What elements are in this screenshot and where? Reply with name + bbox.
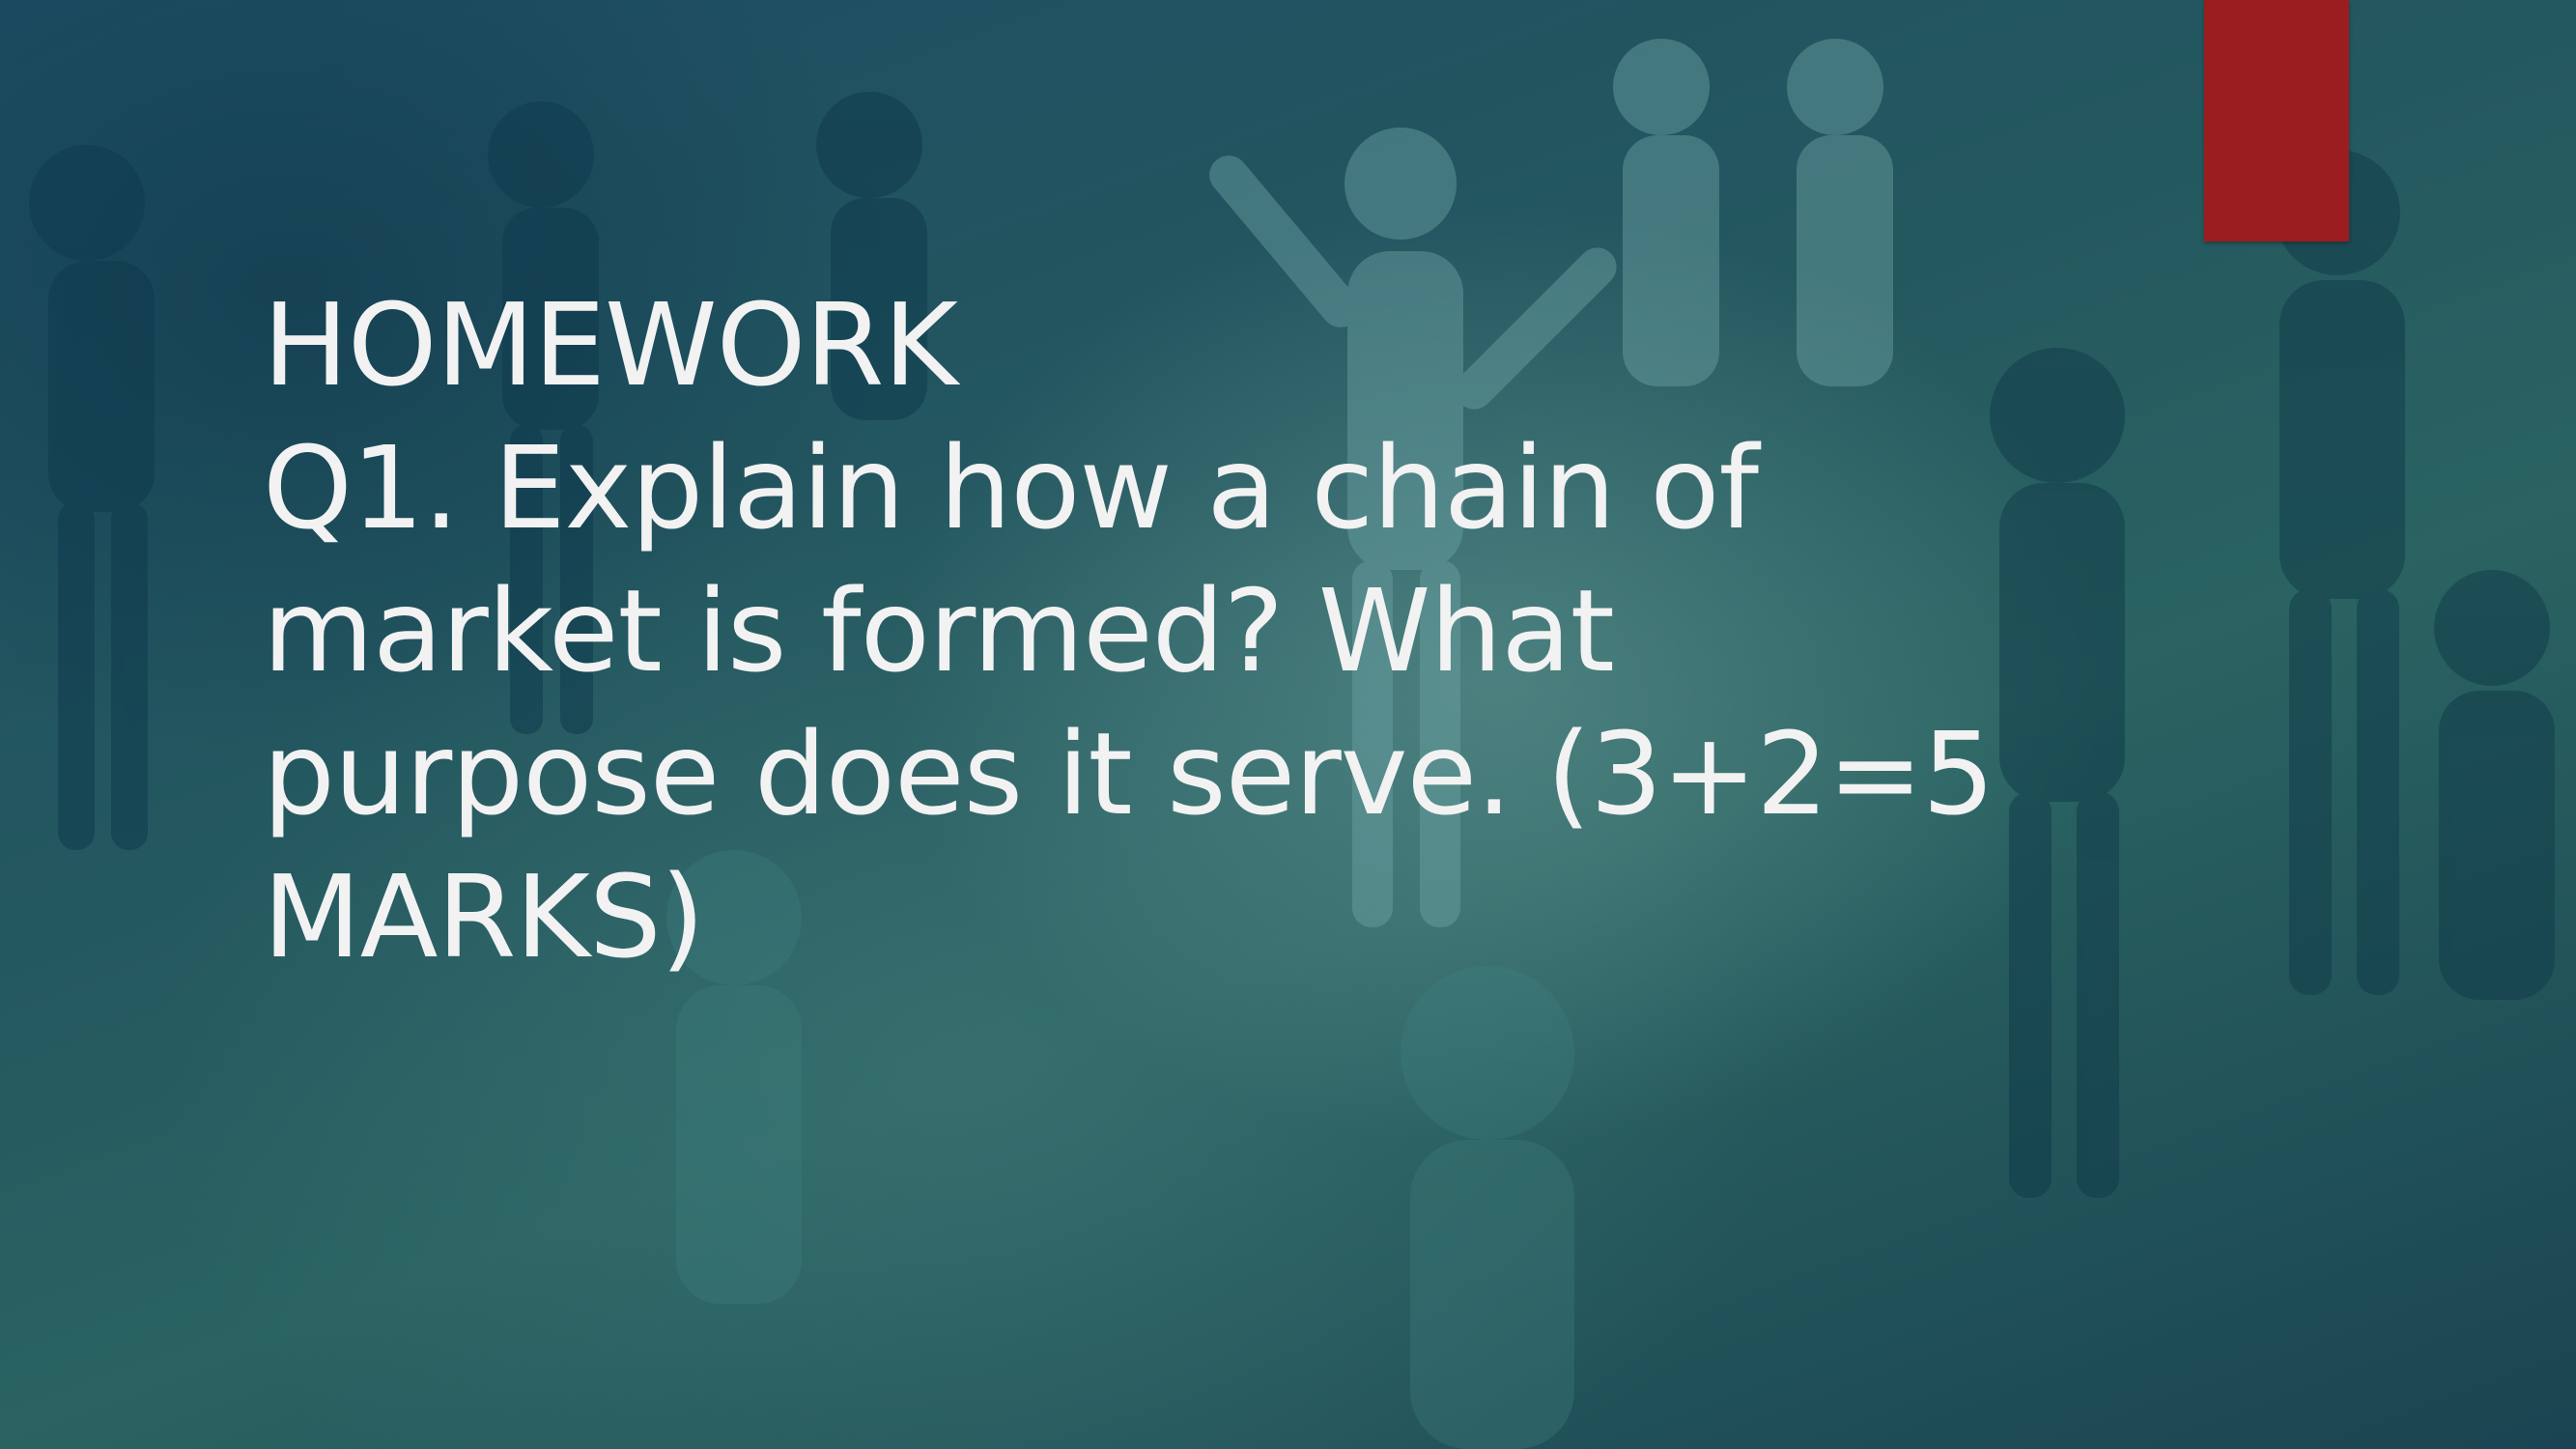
accent-bar <box>2204 0 2349 242</box>
question-line-3: purpose does it serve. (3+2=5 <box>263 707 1995 840</box>
question-line-4: MARKS) <box>263 850 705 983</box>
slide-heading: HOMEWORK <box>263 278 958 412</box>
question-line-2: market is formed? What <box>263 564 1615 697</box>
slide-text-body: HOMEWORK Q1. Explain how a chain of mark… <box>263 273 2194 988</box>
question-line-1: Q1. Explain how a chain of <box>263 421 1759 554</box>
